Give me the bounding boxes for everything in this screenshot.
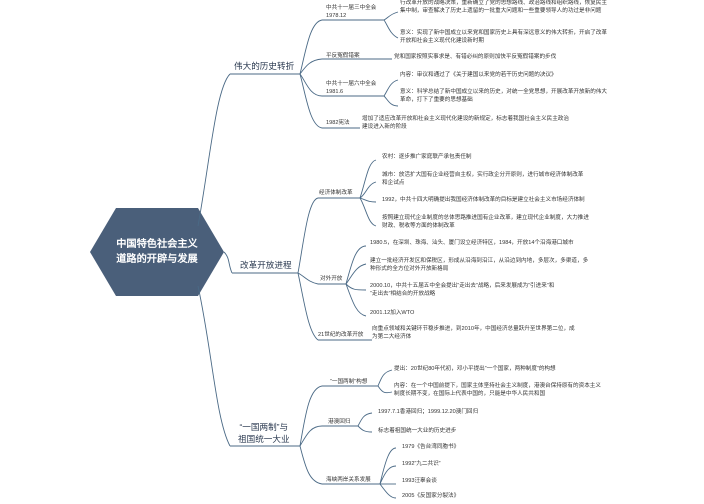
node-sixth-plenum-label: 中共十一届六中全会 bbox=[326, 81, 377, 87]
opening-wto: 2001.12加入WTO bbox=[370, 310, 415, 316]
return-significance: 标志着祖国统一大业的历史进步 bbox=[378, 428, 457, 434]
third-plenum-content: 行改革开放的战略决策，重新确立了党的思想路线、政治路线和组织路线，恢复民主 集中… bbox=[400, 0, 607, 14]
edge-root-b2 bbox=[223, 251, 233, 274]
edge-b1-i1 bbox=[299, 19, 323, 75]
node-rehabilitation[interactable]: 平反冤假错案 bbox=[326, 53, 360, 59]
concept-content: 内容：在一个中国前提下，国家主体坚持社会主义制度，港澳台保持原有的资本主义 制度… bbox=[394, 383, 601, 397]
node-opening-up[interactable]: 对外开放 bbox=[320, 276, 343, 282]
sixth-plenum-content: 内容：审议和通过了《关于建国以来党的若干历史问题的决议》 bbox=[400, 72, 557, 78]
concept-proposal: 提出：20世纪80年代初，邓小平提出“一个国家，两种制度”的构想 bbox=[394, 366, 556, 372]
econ-urban: 城市：放活扩大国有企业经营自主权，实行政企分开原则，进行城市经济体制改革 和企试… bbox=[382, 172, 584, 186]
opening-sez: 1980.5，在深圳、珠海、汕头、厦门设立经济特区，1984，开放14个沿海港口… bbox=[370, 240, 574, 246]
edge-b2-i1 bbox=[297, 197, 319, 274]
edge-b2-i3 bbox=[297, 272, 319, 341]
node-third-plenum[interactable]: 中共十一届三中全会 1978.12 bbox=[326, 5, 376, 20]
reform-21st-text: 向重点领域和关键环节稳步推进，到2010年，中国经济总量跃升至世界第二位，成 为… bbox=[372, 326, 575, 340]
sixth-plenum-significance: 意义：科学总结了新中国成立以来的历史，对统一全党思想，开展改革开放新的伟大 革命… bbox=[400, 89, 607, 103]
opening-go-global: 2000.10，中共十五届五中全会提出“走出去”战略，后来发展成为“引进来”和 … bbox=[370, 283, 555, 297]
edge-b2-i2 bbox=[297, 272, 319, 285]
third-plenum-significance: 意义：实现了新中国成立以来党和国家历史上具有深远意义的伟大转折，开启了改革 开放… bbox=[400, 30, 607, 44]
strait-1993: 1993汪辜会谈 bbox=[402, 478, 437, 484]
node-cross-strait[interactable]: 海峡两岸关系发展 bbox=[326, 477, 371, 483]
econ-rural: 农村：逐步推广家庭联产承包责任制 bbox=[382, 154, 472, 160]
edge-b1-i4 bbox=[299, 73, 323, 129]
root-title-line2: 道路的开辟与发展 bbox=[116, 254, 198, 265]
rehabilitation-text: 党和国家按照实事求是、有错必纠的原则加快平反冤假错案的步伐 bbox=[394, 54, 557, 60]
root-node-label: 中国特色社会主义 道路的开辟与发展 bbox=[90, 208, 224, 296]
branch-historic-turn[interactable]: 伟大的历史转折 bbox=[234, 61, 295, 71]
node-hk-macau-return[interactable]: 港澳回归 bbox=[328, 419, 351, 425]
strait-1992: 1992“九二共识” bbox=[402, 461, 441, 467]
strait-2005: 2005《反国家分裂法》 bbox=[402, 493, 460, 499]
root-node-shape bbox=[90, 208, 224, 296]
node-sixth-plenum[interactable]: 中共十一届六中全会 1981.6 bbox=[326, 81, 376, 96]
edge-b3-i3 bbox=[299, 445, 323, 485]
econ-1992: 1992，中共十四大明确提出我国经济体制改革的目标是建立社会主义市场经济体制 bbox=[382, 197, 585, 203]
branch-reform-opening[interactable]: 改革开放进程 bbox=[240, 260, 292, 270]
node-one-country-concept[interactable]: “一国两制”构想 bbox=[330, 379, 368, 385]
edge-b3-i2 bbox=[299, 425, 323, 447]
root-node[interactable]: 中国特色社会主义 道路的开辟与发展 bbox=[90, 208, 224, 296]
node-third-plenum-date: 1978.12 bbox=[326, 12, 347, 19]
constitution-text: 增加了适应改革开放和社会主义现代化建设的新规定，标志着我国社会主义民主政治 建设… bbox=[362, 116, 569, 130]
node-21st-century-reform[interactable]: 21世纪的改革开放 bbox=[318, 332, 364, 338]
edge-root-b1 bbox=[197, 73, 231, 227]
opening-pattern: 建立一批经济开发区和保税区，形成从沿海到沿江，从沿边到内地，多层次，多渠道，多 … bbox=[370, 258, 589, 272]
node-economic-reform[interactable]: 经济体制改革 bbox=[319, 190, 353, 196]
econ-soe-reform: 按照建立现代企业制度的总体思路推进国有企业改革，建立现代企业制度，大力推进 财政… bbox=[382, 215, 589, 229]
root-title-line1: 中国特色社会主义 bbox=[116, 239, 198, 250]
branch-one-country-two-systems[interactable]: “一国两制”与 祖国统一大业 bbox=[238, 421, 290, 445]
edge-b3-i1 bbox=[299, 385, 323, 447]
edge-root-b3 bbox=[197, 285, 231, 447]
node-third-plenum-label: 中共十一届三中全会 bbox=[326, 5, 377, 11]
branch-b3-line2: 祖国统一大业 bbox=[238, 434, 290, 444]
strait-1979: 1979《告台湾同胞书》 bbox=[402, 444, 460, 450]
node-sixth-plenum-date: 1981.6 bbox=[326, 88, 344, 95]
return-dates: 1997.7.1香港回归；1999.12.20澳门回归 bbox=[378, 409, 479, 415]
branch-b3-line1: “一国两制”与 bbox=[239, 422, 289, 432]
edge-b1-i3 bbox=[299, 73, 323, 97]
node-1982-constitution[interactable]: 1982宪法 bbox=[326, 120, 350, 126]
edge-b1-i2 bbox=[299, 58, 323, 75]
